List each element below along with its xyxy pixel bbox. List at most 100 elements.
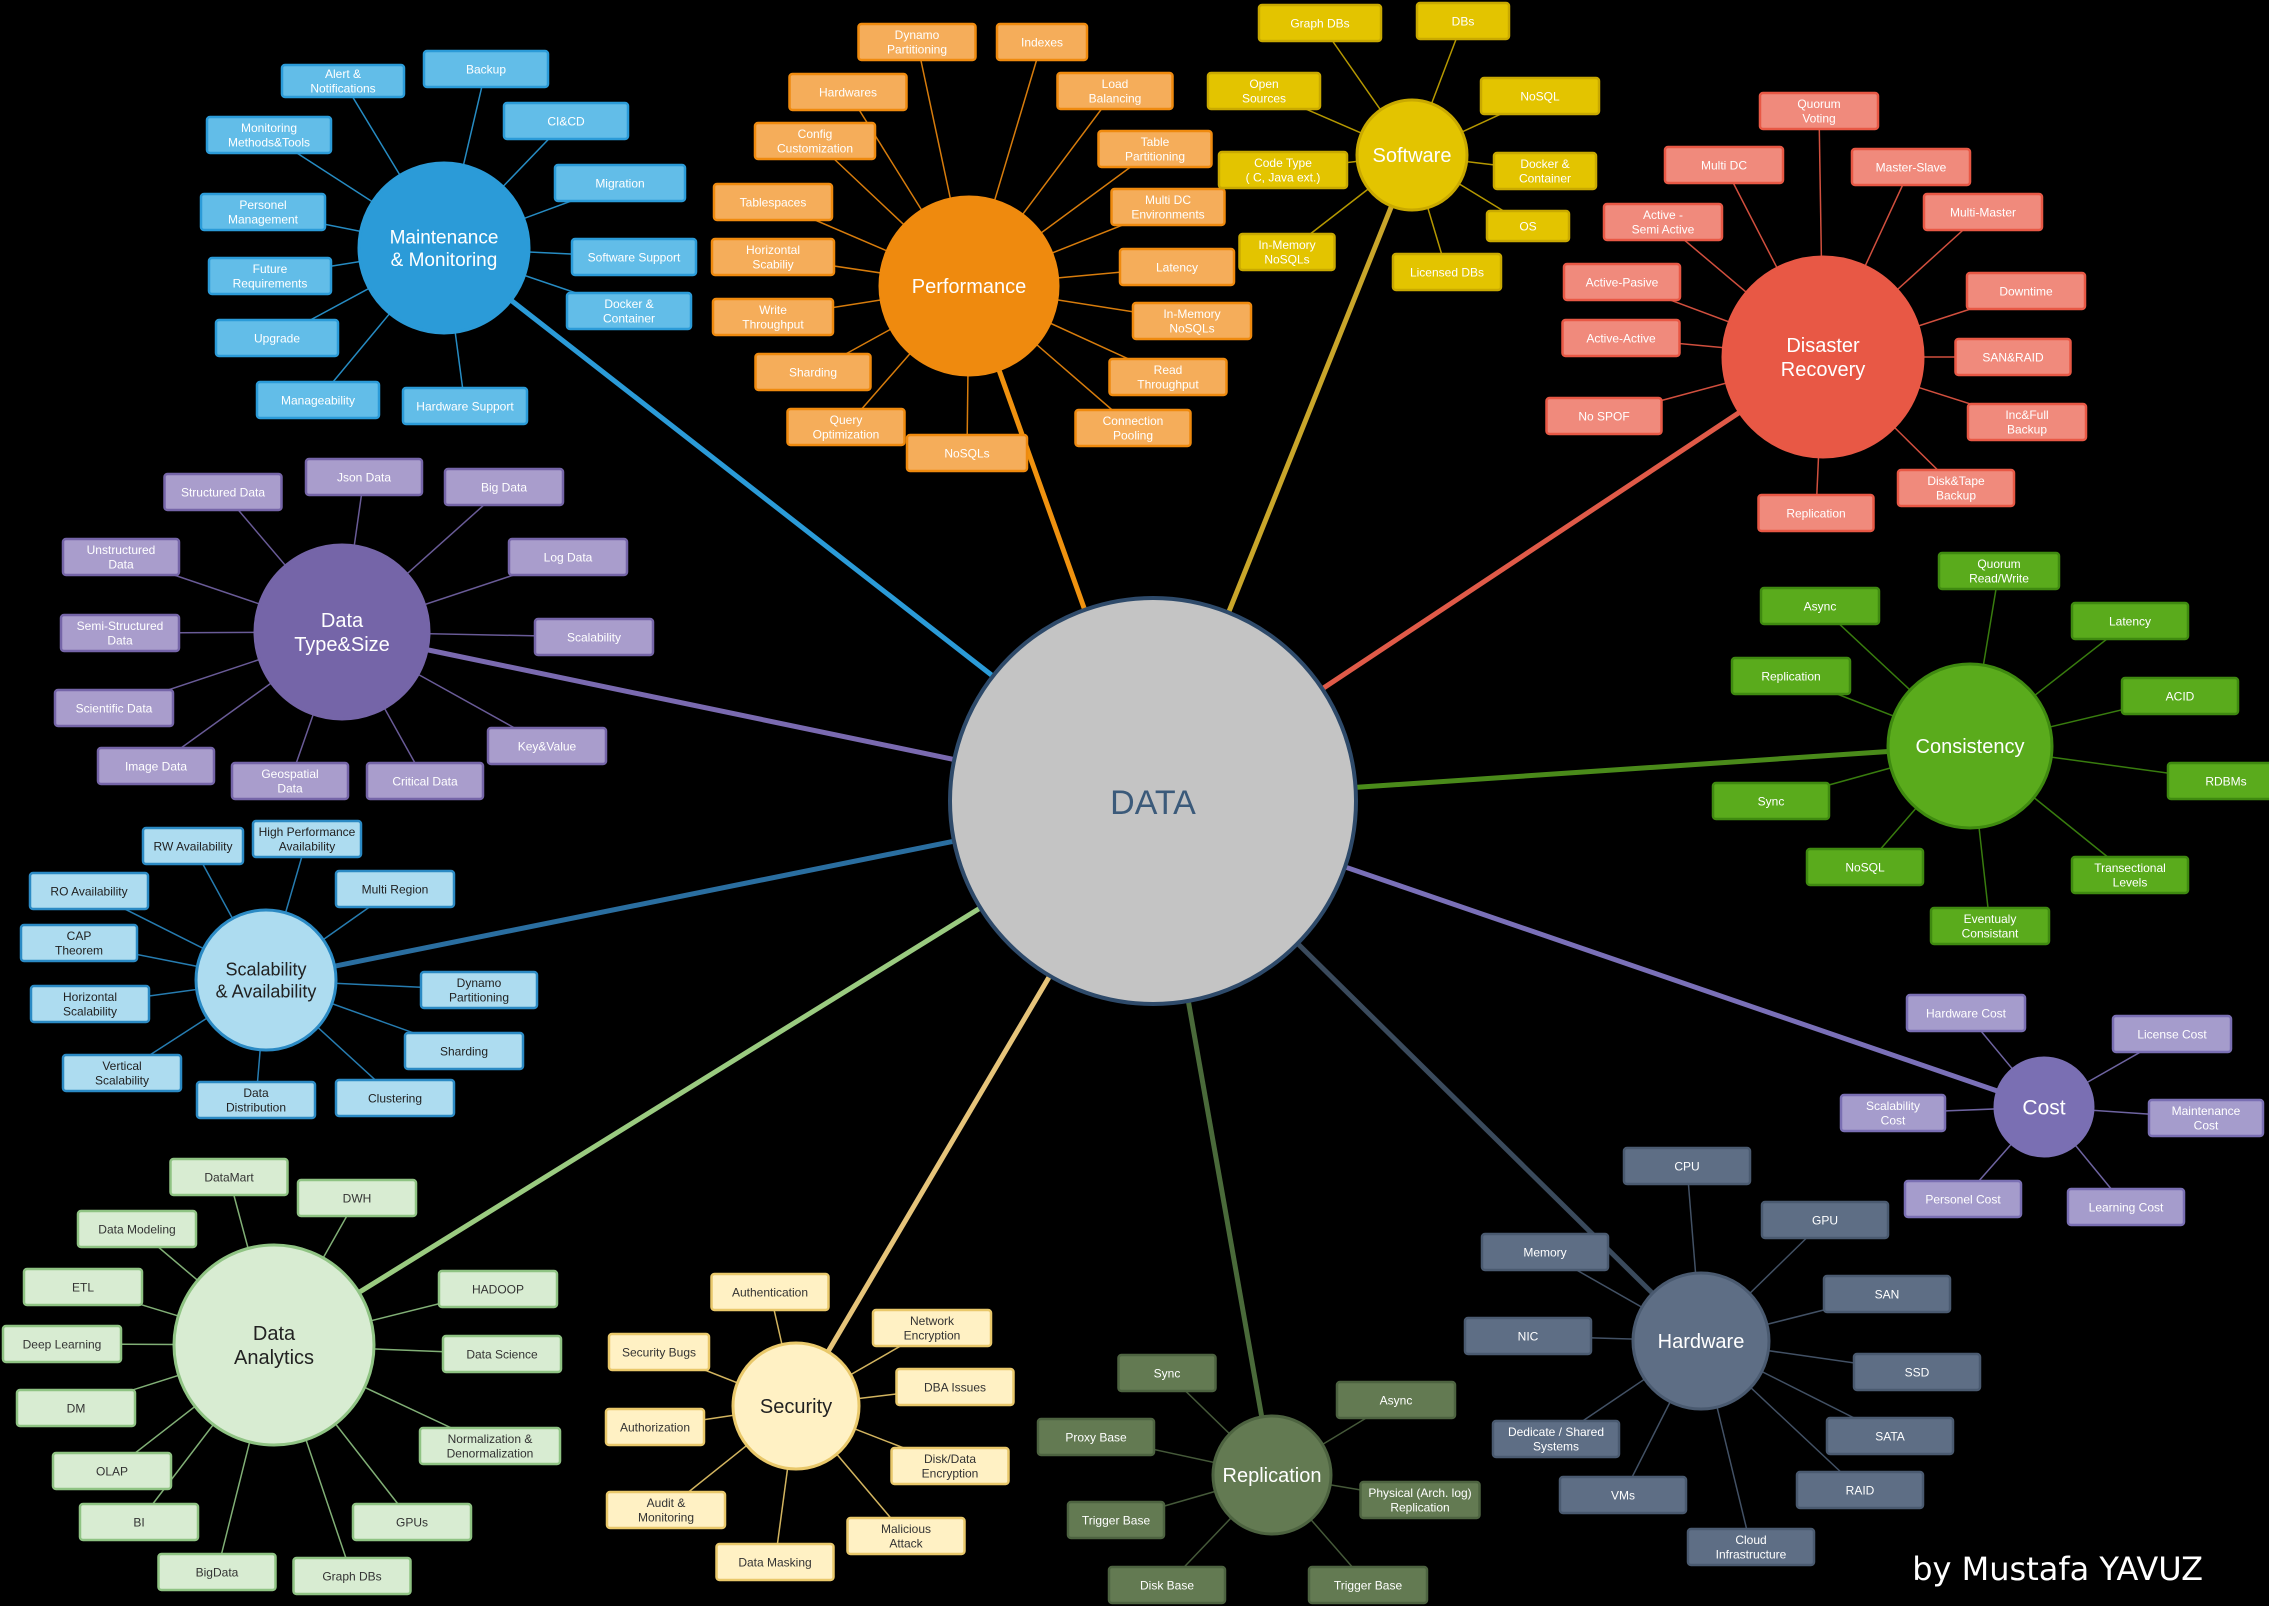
- topic-consistency-item: ACID: [2120, 676, 2240, 716]
- topic-label: Data Science: [466, 1347, 538, 1361]
- topic-box: [1107, 1565, 1227, 1605]
- topic-label: OLAP: [96, 1464, 128, 1478]
- topic-cost-item: Personel Cost: [1903, 1179, 2023, 1219]
- topic-label: Image Data: [125, 759, 187, 773]
- topic-label: License Cost: [2137, 1027, 2207, 1041]
- topic-box: [1117, 1353, 1217, 1393]
- topic-box: [2147, 1098, 2265, 1138]
- topic-analytics-item: Graph DBs: [292, 1556, 412, 1596]
- topic-label: ACID: [2166, 689, 2195, 703]
- topic-box: [304, 457, 424, 497]
- topic-box: [1966, 402, 2088, 442]
- topic-label: BigData: [196, 1565, 239, 1579]
- topic-box: [22, 1267, 144, 1307]
- topic-label: GPUs: [396, 1515, 428, 1529]
- topic-hardware-item: CPU: [1622, 1146, 1752, 1186]
- topic-box: [1359, 1480, 1481, 1520]
- topic-label: Deep Learning: [23, 1337, 102, 1351]
- topic-performance-item: Indexes: [995, 22, 1089, 62]
- topic-label: Tablespaces: [740, 195, 807, 209]
- topic-box: [2070, 601, 2190, 641]
- topic-box: [334, 869, 456, 909]
- hub-circles: Maintenance& MonitoringPerformanceSoftwa…: [172, 98, 2095, 1536]
- topic-replication-item: Trigger Base: [1066, 1500, 1166, 1540]
- topic-label: OS: [1519, 219, 1536, 233]
- topic-disaster-item: No SPOF: [1545, 396, 1663, 436]
- topic-box: [199, 192, 327, 232]
- topic-box: [1937, 551, 2061, 591]
- topic-box: [1463, 1316, 1593, 1356]
- topic-analytics-item: GPUs: [351, 1502, 473, 1542]
- hub-circle: [878, 195, 1060, 377]
- topic-analytics-item: BigData: [157, 1552, 277, 1592]
- hub-label: Software: [1373, 145, 1452, 167]
- topic-box: [1805, 847, 1925, 887]
- topic-box: [169, 1157, 289, 1197]
- topic-box: [1558, 1475, 1688, 1515]
- topic-box: [1759, 586, 1881, 626]
- topic-label: Backup: [466, 62, 506, 76]
- topic-box: [788, 72, 908, 112]
- topic-box: [76, 1209, 198, 1249]
- topic-box: [365, 761, 485, 801]
- topic-software-item: Docker &Container: [1492, 151, 1598, 191]
- topic-box: [1561, 318, 1681, 358]
- topic-replication-item: Sync: [1117, 1353, 1217, 1393]
- topic-security-item: Data Masking: [715, 1542, 835, 1582]
- topic-label: Alert &Notifications: [310, 67, 375, 95]
- topic-typesize-item: Structured Data: [163, 472, 283, 512]
- topic-software-item: DBs: [1415, 1, 1511, 41]
- topic-typesize-item: Json Data: [304, 457, 424, 497]
- topic-disaster-item: Multi DC: [1663, 145, 1785, 185]
- hub-connector-lines: [334, 205, 1999, 1418]
- topic-box: [61, 537, 181, 577]
- topic-label: HADOOP: [472, 1282, 524, 1296]
- hub-circle: [1355, 98, 1469, 212]
- topic-label: DBs: [1452, 14, 1475, 28]
- topic-security-item: Security Bugs: [607, 1332, 711, 1372]
- topic-box: [2070, 855, 2190, 895]
- topic-disaster-item: Active-Pasive: [1562, 262, 1682, 302]
- topic-box: [1929, 906, 2051, 946]
- topic-label: Graph DBs: [322, 1569, 381, 1583]
- topic-disaster-item: Replication: [1757, 493, 1875, 533]
- topic-box: [1335, 1380, 1457, 1420]
- topic-box: [422, 49, 550, 89]
- topic-typesize-item: Log Data: [507, 537, 629, 577]
- topic-cost-item: Learning Cost: [2066, 1187, 2186, 1227]
- topic-label: Data Modeling: [98, 1222, 175, 1236]
- topic-maintenance-item: Hardware Support: [401, 386, 529, 426]
- topic-scalability-item: RW Availability: [141, 826, 245, 866]
- topic-box: [2111, 1014, 2233, 1054]
- topic-consistency-item: RDBMs: [2166, 761, 2269, 801]
- topic-box: [1056, 71, 1174, 111]
- topic-box: [753, 121, 877, 161]
- topic-label: DataMart: [204, 1170, 254, 1184]
- topic-label: Indexes: [1021, 35, 1063, 49]
- topic-box: [1492, 151, 1598, 191]
- topic-box: [565, 291, 693, 331]
- topic-maintenance-item: Upgrade: [214, 318, 340, 358]
- topic-box: [15, 1388, 137, 1428]
- author-credit: by Mustafa YAVUZ: [1912, 1550, 2203, 1588]
